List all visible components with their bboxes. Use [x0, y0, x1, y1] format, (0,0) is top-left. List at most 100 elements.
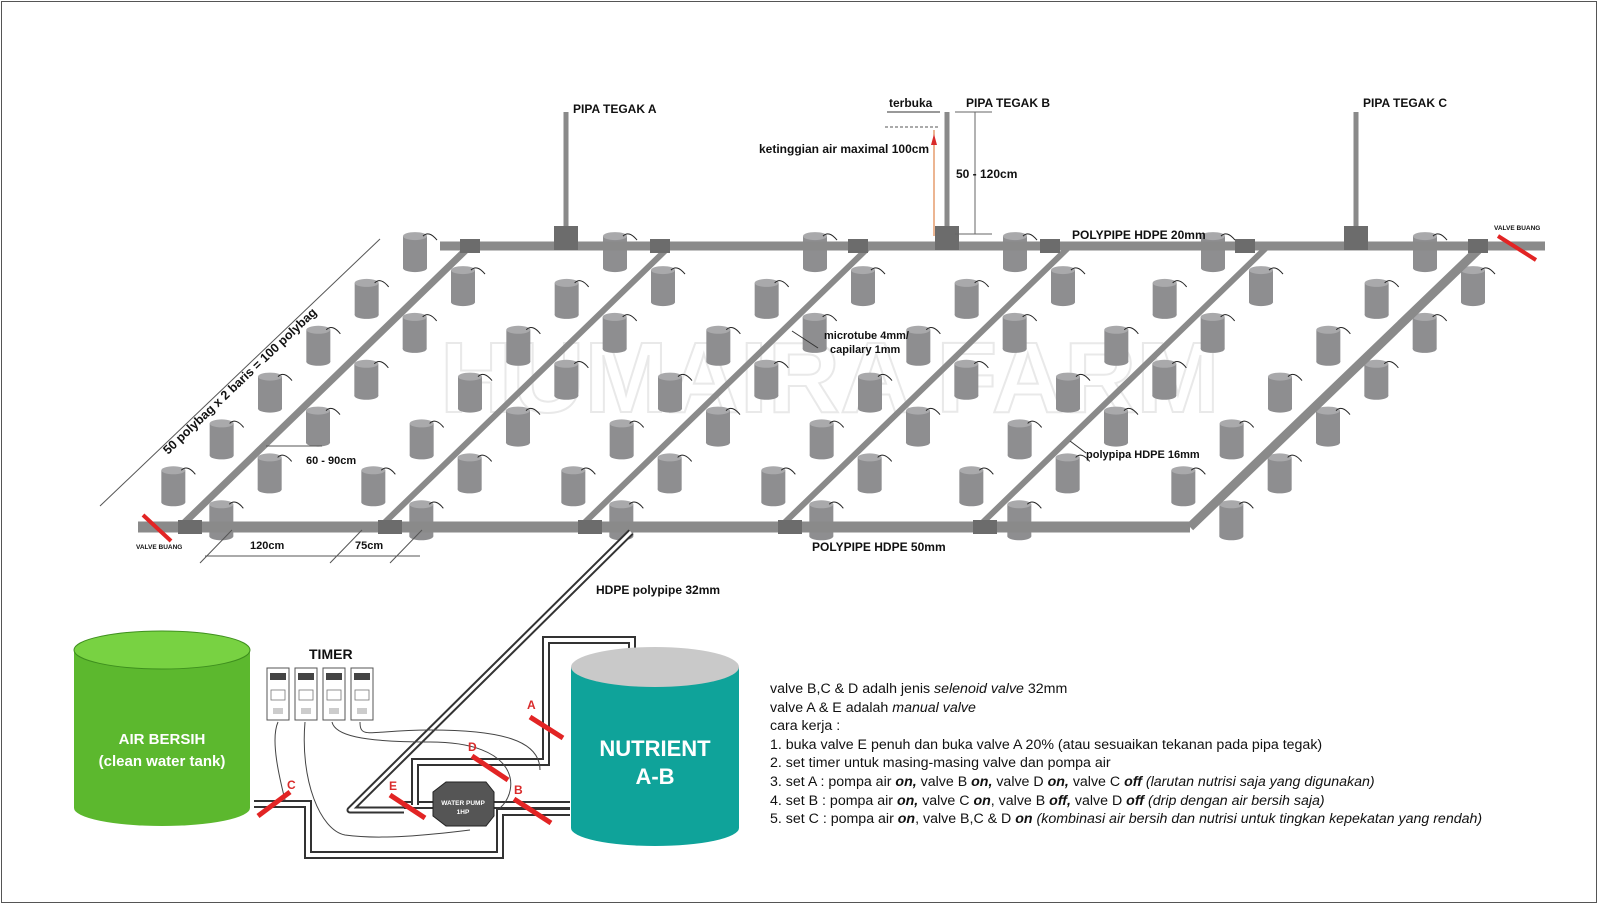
polybag-pot [803, 232, 838, 273]
label-microtube-2: capilary 1mm [830, 344, 901, 356]
polybag-pot [906, 325, 941, 366]
main-fittings [178, 520, 997, 534]
polybag-pot [1249, 266, 1284, 307]
label-ketinggian: ketinggian air maximal 100cm [759, 142, 929, 156]
label-pipa-tegak-a: PIPA TEGAK A [573, 102, 657, 116]
header-fitting [1468, 239, 1488, 253]
valves: A D E B C [256, 698, 565, 826]
lateral-pipe [975, 243, 1271, 530]
valve-e-label: E [389, 779, 397, 793]
polybag-rows [161, 232, 1496, 541]
left-lateral-pipe [177, 243, 473, 530]
polybag-pot [409, 500, 444, 541]
main-fitting [378, 520, 402, 534]
valve-b-label: B [514, 783, 523, 797]
clean-water-tank: AIR BERSIH (clean water tank) [73, 630, 251, 826]
polybag-pot [1007, 419, 1043, 460]
polybag-pot [754, 278, 790, 319]
polybag-pot [1171, 466, 1206, 507]
valve-c-label: C [287, 778, 296, 792]
pump-label-1: WATER PUMP [441, 800, 485, 807]
main-fitting [578, 520, 602, 534]
label-pipa-tegak-b: PIPA TEGAK B [966, 96, 1050, 110]
polybag-pot [651, 266, 686, 307]
instruction-step-1: 1. buka valve E penuh dan buka valve A 2… [770, 736, 1323, 753]
label-polypipe-20mm: POLYPIPE HDPE 20mm [1072, 228, 1206, 242]
polybag-pot [161, 466, 196, 507]
polybag-pot [209, 500, 244, 541]
lateral-pipe [377, 243, 673, 530]
polybag-pot [1413, 232, 1448, 273]
lateral-pipe [777, 243, 1073, 530]
header-fitting [1235, 239, 1255, 253]
nutrient-tank-label-2: A-B [635, 764, 674, 789]
polybag-pot [1051, 266, 1086, 307]
timer-unit [266, 667, 290, 721]
polybag-pot [602, 312, 638, 353]
standpipe-a-tee [554, 226, 578, 250]
polybag-pot [906, 406, 941, 447]
polybag-pot [1412, 312, 1448, 353]
main-fitting [178, 520, 202, 534]
water-height-arrow [931, 134, 937, 145]
label-valve-buang-right: VALVE BUANG [1494, 225, 1540, 232]
polybag-pot [1152, 359, 1187, 400]
timer-unit [322, 667, 346, 721]
instruction-step-4: 4. set B : pompa air on, valve C on, val… [770, 792, 1325, 809]
valve-e [388, 792, 427, 821]
polybag-pot [858, 372, 893, 413]
polybag-pot [706, 406, 741, 447]
polybag-pot [451, 266, 486, 307]
polybag-pot [1219, 500, 1254, 541]
polybag-pot [1002, 312, 1038, 353]
label-valve-buang-left: VALVE BUANG [136, 544, 182, 551]
instruction-step-2: 2. set timer untuk masing-masing valve d… [770, 755, 1111, 772]
polybag-pot [1055, 453, 1091, 494]
polybag-pot [809, 500, 844, 541]
polybag-pot [409, 419, 445, 460]
polybag-pot [1152, 278, 1188, 319]
polybag-pot [403, 232, 438, 273]
label-polybag-count: 50 polybag x 2 baris = 100 polybag [160, 305, 319, 457]
valve-buang-right [1496, 234, 1538, 262]
polybag-pot [554, 278, 590, 319]
right-connector-pipe [1186, 246, 1482, 531]
polybag-pot [306, 325, 341, 366]
label-range-50-120: 50 - 120cm [956, 167, 1017, 181]
clean-tank-label-2: (clean water tank) [99, 753, 226, 770]
polybag-pot [402, 312, 438, 353]
spacing-120-tick-left [199, 529, 233, 564]
polybag-pot [1364, 359, 1399, 400]
standpipe-b-tee [935, 226, 959, 250]
polybag-pot [361, 466, 396, 507]
instruction-step-3: 3. set A : pompa air on, valve B on, val… [770, 773, 1375, 790]
valve-a [528, 714, 565, 741]
header-fittings [460, 239, 1488, 253]
instruction-line-2: valve A & E adalah manual valve [770, 699, 976, 716]
header-fitting [1040, 239, 1060, 253]
header-fitting [848, 239, 868, 253]
polybag-pot [306, 406, 341, 447]
polybag-pot [1364, 278, 1400, 319]
lateral-pipe [577, 243, 873, 530]
polybag-pot [609, 419, 645, 460]
clean-tank-label-1: AIR BERSIH [119, 731, 206, 748]
polybag-pot [257, 453, 293, 494]
header-fitting [650, 239, 670, 253]
label-spacing-75: 75cm [355, 540, 383, 552]
instruction-step-5: 5. set C : pompa air on, valve B,C & D o… [770, 811, 1483, 828]
polybag-pot [959, 466, 994, 507]
label-polypipe-50mm: POLYPIPE HDPE 50mm [812, 540, 946, 554]
polybag-pot [506, 325, 541, 366]
polypipa-pointer [1069, 440, 1087, 454]
valve-a-label: A [527, 698, 536, 712]
polybag-pot [354, 278, 390, 319]
spacing-120-tick-right [329, 529, 363, 564]
polybag-pot [1268, 372, 1303, 413]
timer-unit [294, 667, 318, 721]
polybag-pot [1003, 232, 1038, 273]
feed-pipe-32mm-inner [348, 530, 633, 812]
label-spacing-120: 120cm [250, 540, 284, 552]
